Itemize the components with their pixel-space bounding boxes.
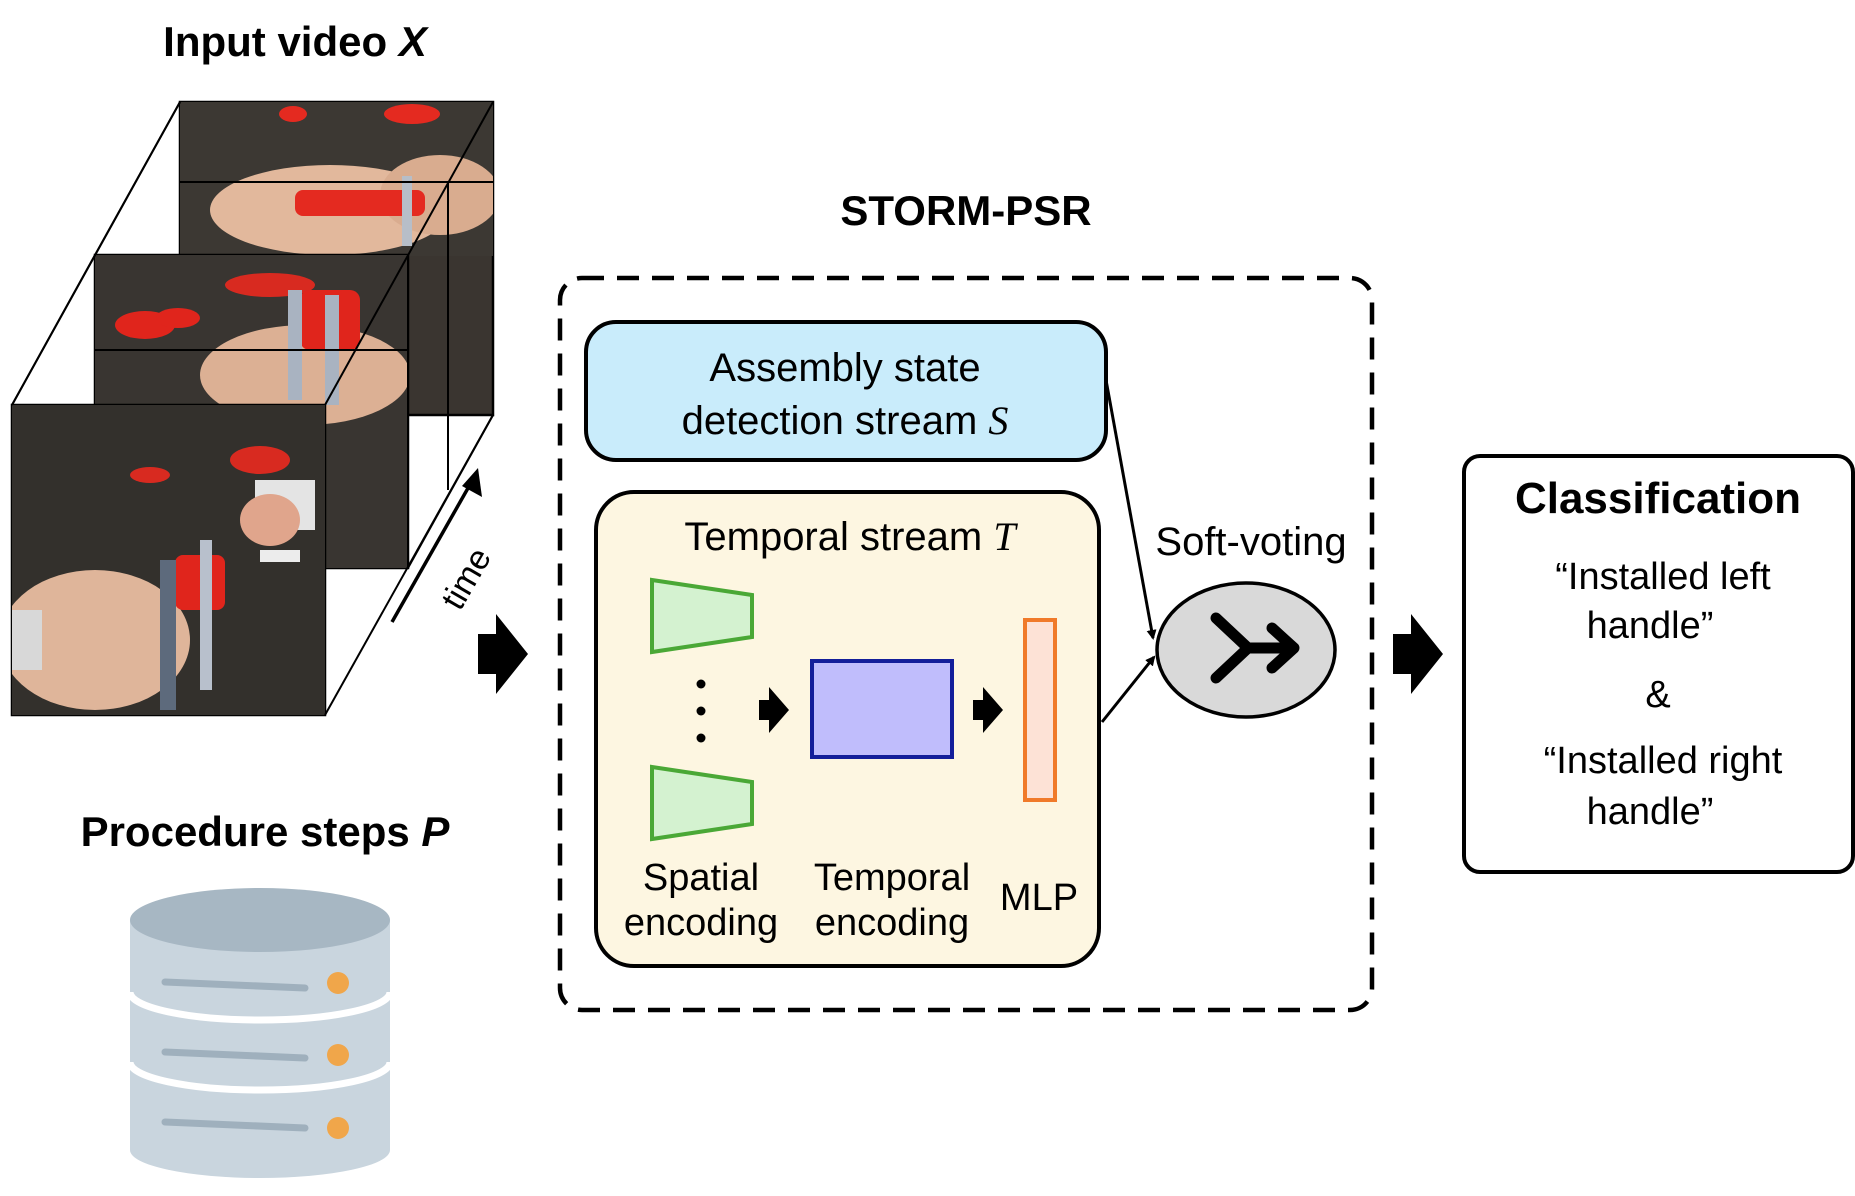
temporal-stream-title: Temporal stream T — [684, 514, 1018, 559]
storm-psr-boundary — [557, 275, 1375, 1013]
mlp-block — [1023, 618, 1057, 802]
input-video-title: Input video X — [163, 18, 430, 65]
time-arrow — [390, 473, 478, 623]
assembly-state-stream-box — [584, 320, 1108, 462]
time-label: time — [434, 541, 499, 616]
temporal-encoding-label-1: Temporal — [814, 857, 970, 899]
classification-conjunction: & — [1645, 674, 1670, 716]
assembly-stream-line2: detection stream S — [682, 398, 1009, 443]
video-frame-front — [10, 403, 327, 717]
arrow-temporal-to-mlp — [973, 687, 1003, 733]
spatial-encoding-label-1: Spatial — [643, 857, 759, 899]
arrow-assembly-to-softvote — [1104, 379, 1157, 640]
spatial-encoder-bottom — [650, 764, 754, 842]
arrow-to-classification — [1393, 614, 1443, 694]
classification-item2-line1: “Installed right — [1544, 740, 1783, 782]
time-arrowhead — [462, 468, 482, 497]
spatial-encoder-top — [650, 577, 754, 655]
frame-perspective-lines — [11, 101, 494, 716]
arrow-temporal-to-softvote — [1100, 655, 1156, 723]
mlp-label: MLP — [1000, 877, 1078, 919]
ellipsis-dots — [696, 679, 706, 743]
assembly-stream-line1: Assembly state — [709, 346, 980, 390]
classification-item1-line1: “Installed left — [1555, 556, 1771, 598]
arrow-spatial-to-temporal — [759, 687, 789, 733]
soft-voting-label: Soft-voting — [1155, 520, 1346, 564]
classification-title: Classification — [1515, 474, 1801, 523]
procedure-steps-title: Procedure steps P — [81, 808, 451, 855]
video-frames-stack — [10, 100, 495, 717]
spatial-encoding-label-2: encoding — [624, 902, 778, 944]
classification-item2-line2: handle” — [1587, 791, 1714, 833]
merge-icon — [1210, 612, 1300, 684]
storm-psr-title: STORM-PSR — [840, 187, 1091, 234]
temporal-encoder-block — [810, 659, 954, 759]
arrow-to-storm — [478, 614, 528, 694]
classification-box — [1462, 454, 1855, 874]
temporal-encoding-label-2: encoding — [815, 902, 969, 944]
classification-item1-line2: handle” — [1587, 605, 1714, 647]
database-icon — [126, 888, 394, 1178]
